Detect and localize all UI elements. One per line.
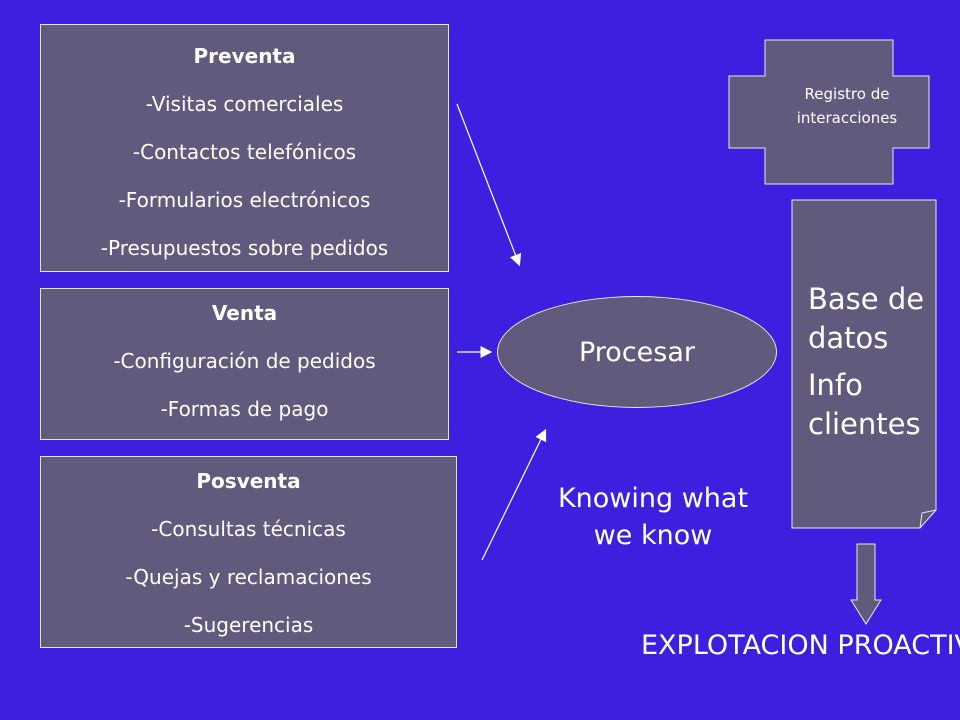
venta-item: -Configuración de pedidos	[113, 349, 376, 373]
registro-line-2: interacciones	[796, 109, 898, 127]
preventa-item: -Visitas comerciales	[145, 92, 344, 116]
database-label: Base de datos Info clientes	[808, 280, 936, 444]
preventa-box: Preventa -Visitas comerciales -Contactos…	[40, 24, 449, 272]
database-line-2: datos	[808, 321, 889, 355]
arrow-preventa-to-procesar	[456, 103, 522, 267]
database-line-4: clientes	[808, 407, 921, 441]
down-arrow-icon	[850, 543, 882, 625]
venta-box: Venta -Configuración de pedidos -Formas …	[40, 288, 449, 440]
explotacion-label: EXPLOTACION PROACTIVA	[641, 630, 960, 661]
posventa-item: -Quejas y reclamaciones	[125, 565, 372, 589]
preventa-item: -Formularios electrónicos	[118, 188, 371, 212]
database-document-shape	[791, 199, 937, 529]
document-fold	[919, 509, 937, 529]
venta-title: Venta	[211, 301, 278, 325]
knowing-line-2: we know	[593, 520, 713, 551]
preventa-title: Preventa	[193, 44, 296, 68]
procesar-label: Procesar	[578, 336, 695, 368]
arrow-posventa-to-procesar	[481, 428, 547, 561]
posventa-title: Posventa	[196, 469, 301, 493]
registro-label: Registro de interacciones	[764, 82, 930, 130]
database-line-1: Base de	[808, 282, 925, 316]
venta-item: -Formas de pago	[160, 397, 329, 421]
procesar-ellipse: Procesar	[497, 296, 777, 408]
posventa-item: -Sugerencias	[183, 613, 314, 637]
database-line-3: Info	[808, 368, 863, 402]
preventa-item: -Presupuestos sobre pedidos	[100, 236, 389, 260]
knowing-line-1: Knowing what	[557, 483, 749, 514]
posventa-box: Posventa -Consultas técnicas -Quejas y r…	[40, 456, 457, 648]
registro-cross-shape	[728, 39, 930, 185]
registro-line-1: Registro de	[804, 85, 890, 103]
posventa-item: -Consultas técnicas	[151, 517, 346, 541]
preventa-item: -Contactos telefónicos	[132, 140, 357, 164]
knowing-text: Knowing what we know	[540, 480, 766, 554]
